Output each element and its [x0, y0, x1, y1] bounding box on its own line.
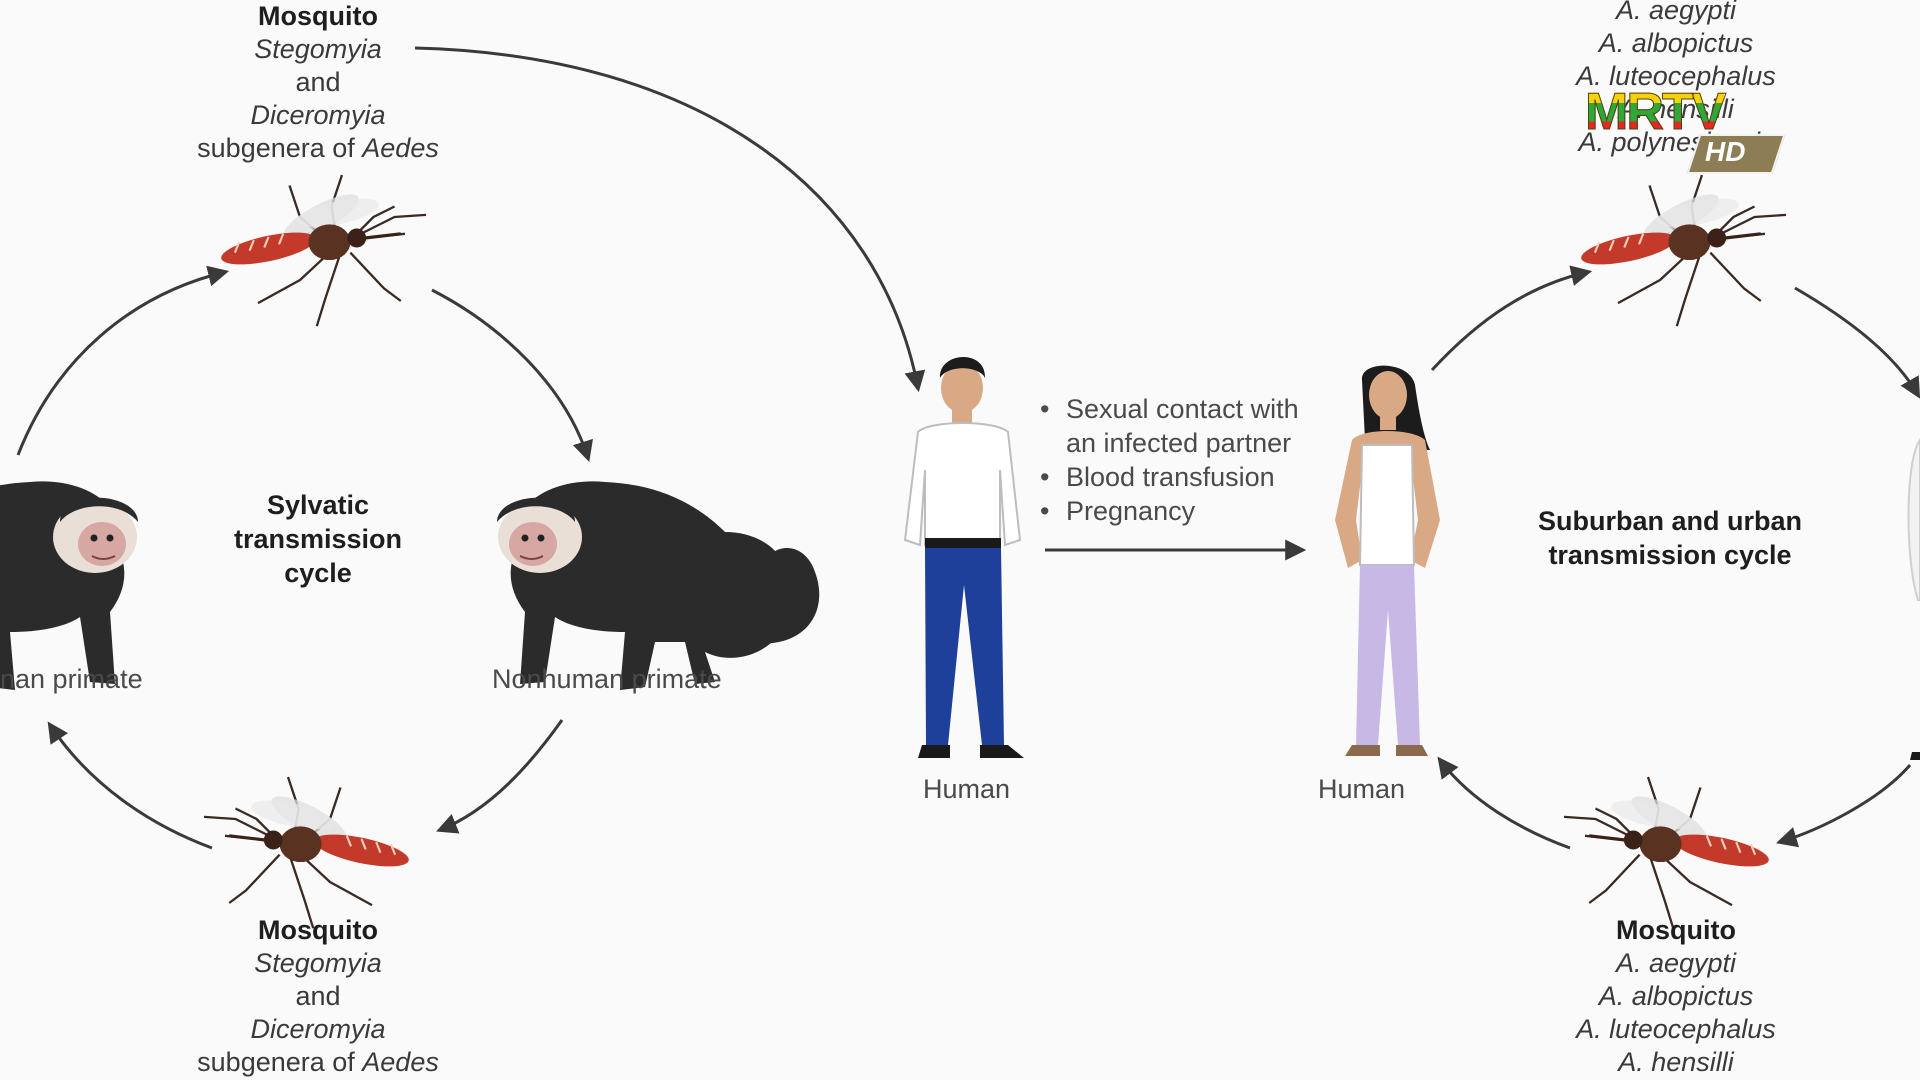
sylvatic-bottom-mosquito-label: Mosquito Stegomyia and Diceromyia subgen… [170, 914, 466, 1079]
subgenera-prefix: subgenera of [197, 1047, 363, 1077]
mrtv-logo-text: MRTV [1584, 83, 1726, 141]
route-item: Pregnancy [1040, 494, 1299, 528]
subgenera-italic: Aedes [362, 1047, 439, 1077]
hd-badge-text: HD [1705, 136, 1746, 167]
mosquito-title: Mosquito [258, 915, 378, 945]
human-female-label: Human [1318, 774, 1406, 804]
urban-top-species-label: A. aegypti A. albopictus A. luteocephalu… [1530, 0, 1822, 159]
cycle-title-line: Suburban and urban [1537, 506, 1802, 536]
mosquito-genus-1: Stegomyia [254, 948, 382, 978]
monkey-left-icon [0, 480, 139, 691]
species-name: A. luteocephalus [1576, 61, 1776, 91]
mosquito-title: Mosquito [258, 1, 378, 31]
mosquito-and: and [295, 981, 341, 1011]
mosquito-bottom-right-icon [1562, 775, 1773, 930]
subgenera-italic: Aedes [362, 133, 439, 163]
urban-cycle-title: Suburban and urban transmission cycle [1505, 504, 1835, 572]
monkey-right-icon [496, 480, 821, 691]
subgenera-prefix: subgenera of [197, 133, 363, 163]
route-item: Sexual contact with [1040, 392, 1299, 426]
right-primate-label: Nonhuman primate [492, 664, 722, 694]
urban-bottom-mosquito-label: Mosquito A. aegypti A. albopictus A. lut… [1530, 914, 1822, 1079]
route-item-continued: an infected partner [1066, 428, 1292, 458]
route-item: Blood transfusion [1040, 460, 1299, 494]
species-name: A. albopictus [1598, 28, 1754, 58]
sylvatic-top-mosquito-label: Mosquito Stegomyia and Diceromyia subgen… [170, 0, 466, 165]
mosquito-top-left-icon [217, 173, 428, 328]
cycle-title-line: cycle [284, 558, 352, 588]
species-name: A. hensilli [1530, 93, 1822, 126]
mosquito-title: Mosquito [1616, 915, 1736, 945]
species-name: A. albopictus [1598, 981, 1754, 1011]
species-name: A. luteocephalus [1576, 1014, 1776, 1044]
cycle-title-line: transmission [233, 524, 403, 554]
cycle-title-line: transmission cycle [1548, 540, 1792, 570]
mrtv-hd-logo: MRTV HD [1584, 83, 1786, 176]
mosquito-and: and [295, 67, 341, 97]
human-female-icon [1335, 365, 1440, 756]
mosquito-top-right-icon [1577, 173, 1788, 328]
human-male-icon [903, 356, 1024, 758]
mosquito-genus-1: Stegomyia [254, 34, 382, 64]
species-name: A. hensilli [1618, 1047, 1734, 1077]
transmission-routes-list: Sexual contact with an infected partner … [1040, 392, 1299, 528]
left-primate-label: nan primate [0, 664, 143, 694]
mosquito-subgenera: subgenera of Aedes [170, 1046, 466, 1079]
species-name: A. aegypti [1615, 0, 1737, 25]
cycle-title-line: Sylvatic [266, 490, 370, 520]
human-male-label: Human [923, 774, 1011, 804]
mosquito-subgenera: subgenera of Aedes [170, 132, 466, 165]
mosquito-genus-2: Diceromyia [250, 100, 386, 130]
sylvatic-cycle-title: Sylvatic transmission cycle [198, 488, 438, 590]
mosquito-bottom-left-icon [202, 775, 413, 930]
mosquito-genus-2: Diceromyia [250, 1014, 386, 1044]
species-name: A. aegypti [1615, 948, 1737, 978]
